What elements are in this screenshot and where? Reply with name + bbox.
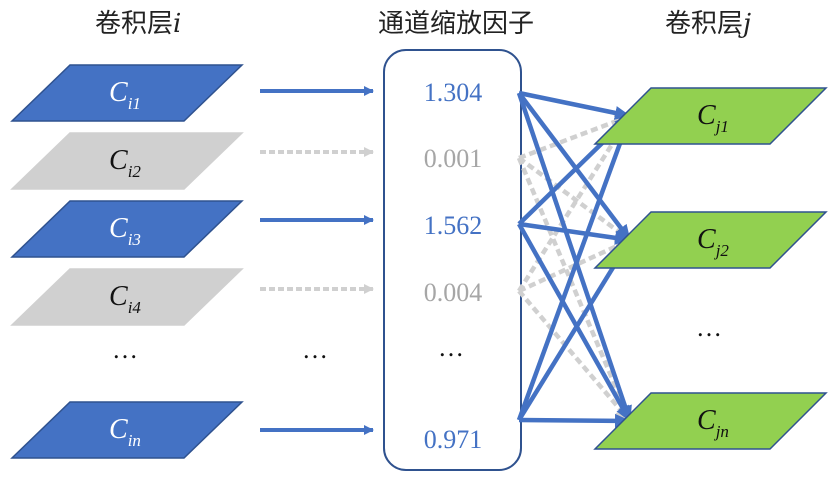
left-layer-shape <box>10 64 244 122</box>
connection-in-j2 <box>517 238 632 422</box>
scaling-factor-header: 通道缩放因子 <box>378 9 534 39</box>
right-layer-j2: Cj2 <box>593 211 828 269</box>
scaling-factor-i4: 0.004 <box>424 278 483 307</box>
connection-i2-jn <box>516 157 633 422</box>
left-layer-i3: Ci3 <box>10 200 244 258</box>
left-layer-label: Cin <box>109 414 141 450</box>
factor-ellipsis: … <box>438 333 464 362</box>
scaling-factor-i2: 0.001 <box>424 144 483 173</box>
left-layer-i4: Ci4 <box>10 268 244 326</box>
left-layer-shape <box>10 268 244 326</box>
scaling-factors: 1.304 0.001 1.562 0.004 0.971 <box>424 78 483 454</box>
right-layer-shape <box>593 87 828 145</box>
right-layer-label: Cj2 <box>697 224 729 260</box>
connections <box>516 90 633 428</box>
left-layer-shape <box>10 200 244 258</box>
left-ellipsis: … <box>112 335 138 364</box>
connection-i4-jn <box>517 289 632 423</box>
left-layer-i2: Ci2 <box>10 132 244 190</box>
left-layer-label: Ci4 <box>109 281 141 317</box>
left-layer-in: Cin <box>10 401 244 459</box>
scaling-factor-i3: 1.562 <box>424 211 483 240</box>
right-ellipsis: … <box>696 313 722 342</box>
left-layer-shape <box>10 401 244 459</box>
right-layer-label: Cj1 <box>697 100 729 136</box>
left-layer-label: Ci1 <box>109 77 141 113</box>
connection-i1-j2 <box>517 91 632 242</box>
connection-in-jn <box>518 413 631 428</box>
arrow-ellipsis: … <box>302 335 328 364</box>
right-layer-label: Cjn <box>697 405 729 441</box>
left-layer-label: Ci3 <box>109 213 141 249</box>
connection-i1-j1 <box>518 90 631 120</box>
scaling-factor-box <box>383 49 522 471</box>
connection-i3-j2 <box>518 221 631 245</box>
left-layer-shape <box>10 132 244 190</box>
connection-i3-jn <box>517 222 632 423</box>
left-layer-header: 卷积层i <box>95 9 181 39</box>
right-layer-jn: Cjn <box>593 392 828 450</box>
scaling-factor-i1: 1.304 <box>424 78 483 107</box>
right-layer-header: 卷积层j <box>665 9 751 39</box>
scaling-factor-in: 0.971 <box>424 425 483 454</box>
right-layer-shape <box>593 211 828 269</box>
right-layer-shape <box>593 392 828 450</box>
connection-i1-jn <box>516 92 633 422</box>
right-layer-j1: Cj1 <box>593 87 828 145</box>
input-arrows <box>260 86 374 435</box>
connection-in-j1 <box>516 115 633 421</box>
connection-i4-j1 <box>517 114 632 293</box>
left-layer-label: Ci2 <box>109 145 141 181</box>
connection-i2-j2 <box>517 156 632 242</box>
left-layer-i1: Ci1 <box>10 64 244 122</box>
connection-i2-j1 <box>518 113 631 161</box>
